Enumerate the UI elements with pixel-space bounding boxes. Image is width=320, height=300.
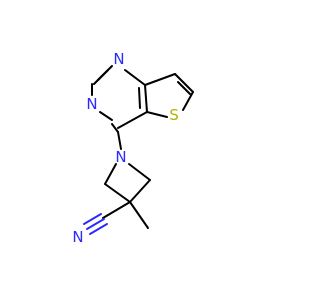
nitrile-triple-bond-c: [89, 223, 108, 235]
bond-c6-s: [182, 91, 194, 111]
bond-s-c4a: [146, 111, 168, 118]
bond-c7-c6-double: [177, 81, 191, 95]
bond-c7a-c7: [144, 73, 176, 86]
bond-c3-cn: [102, 201, 131, 219]
bond-c7-c6: [174, 73, 194, 93]
bond-ch2-left-c3: [104, 183, 131, 203]
bond-n3-c4: [99, 111, 113, 121]
atom-n3: N: [86, 95, 97, 113]
structure-canvas: N N N S N: [72, 50, 194, 246]
bond-c4-c4a: [117, 111, 148, 129]
bond-c4a-c7a-double: [138, 87, 141, 109]
bond-ch2-right-c3: [129, 179, 151, 203]
nitrile-triple-bond-b: [86, 218, 105, 230]
bond-c4-n-azetidine: [117, 131, 122, 150]
bond-c7a-n1: [124, 69, 146, 86]
bond-c4a-c7a: [144, 84, 148, 113]
bond-n1-c2-double: [93, 69, 109, 85]
bond-c4-n3-double: [111, 123, 119, 133]
atom-n1: N: [113, 50, 124, 68]
atom-n-azetidine: N: [115, 148, 126, 166]
bond-c3-methyl: [129, 201, 149, 229]
bond-n-ch2-left: [104, 163, 117, 185]
atom-sulfur: S: [169, 106, 179, 124]
nitrile-triple-bond-a: [83, 213, 102, 225]
bond-n-ch2-right: [128, 163, 151, 181]
molecule-diagram: N N N S N: [72, 50, 194, 246]
atom-n-nitrile: N: [72, 228, 83, 246]
